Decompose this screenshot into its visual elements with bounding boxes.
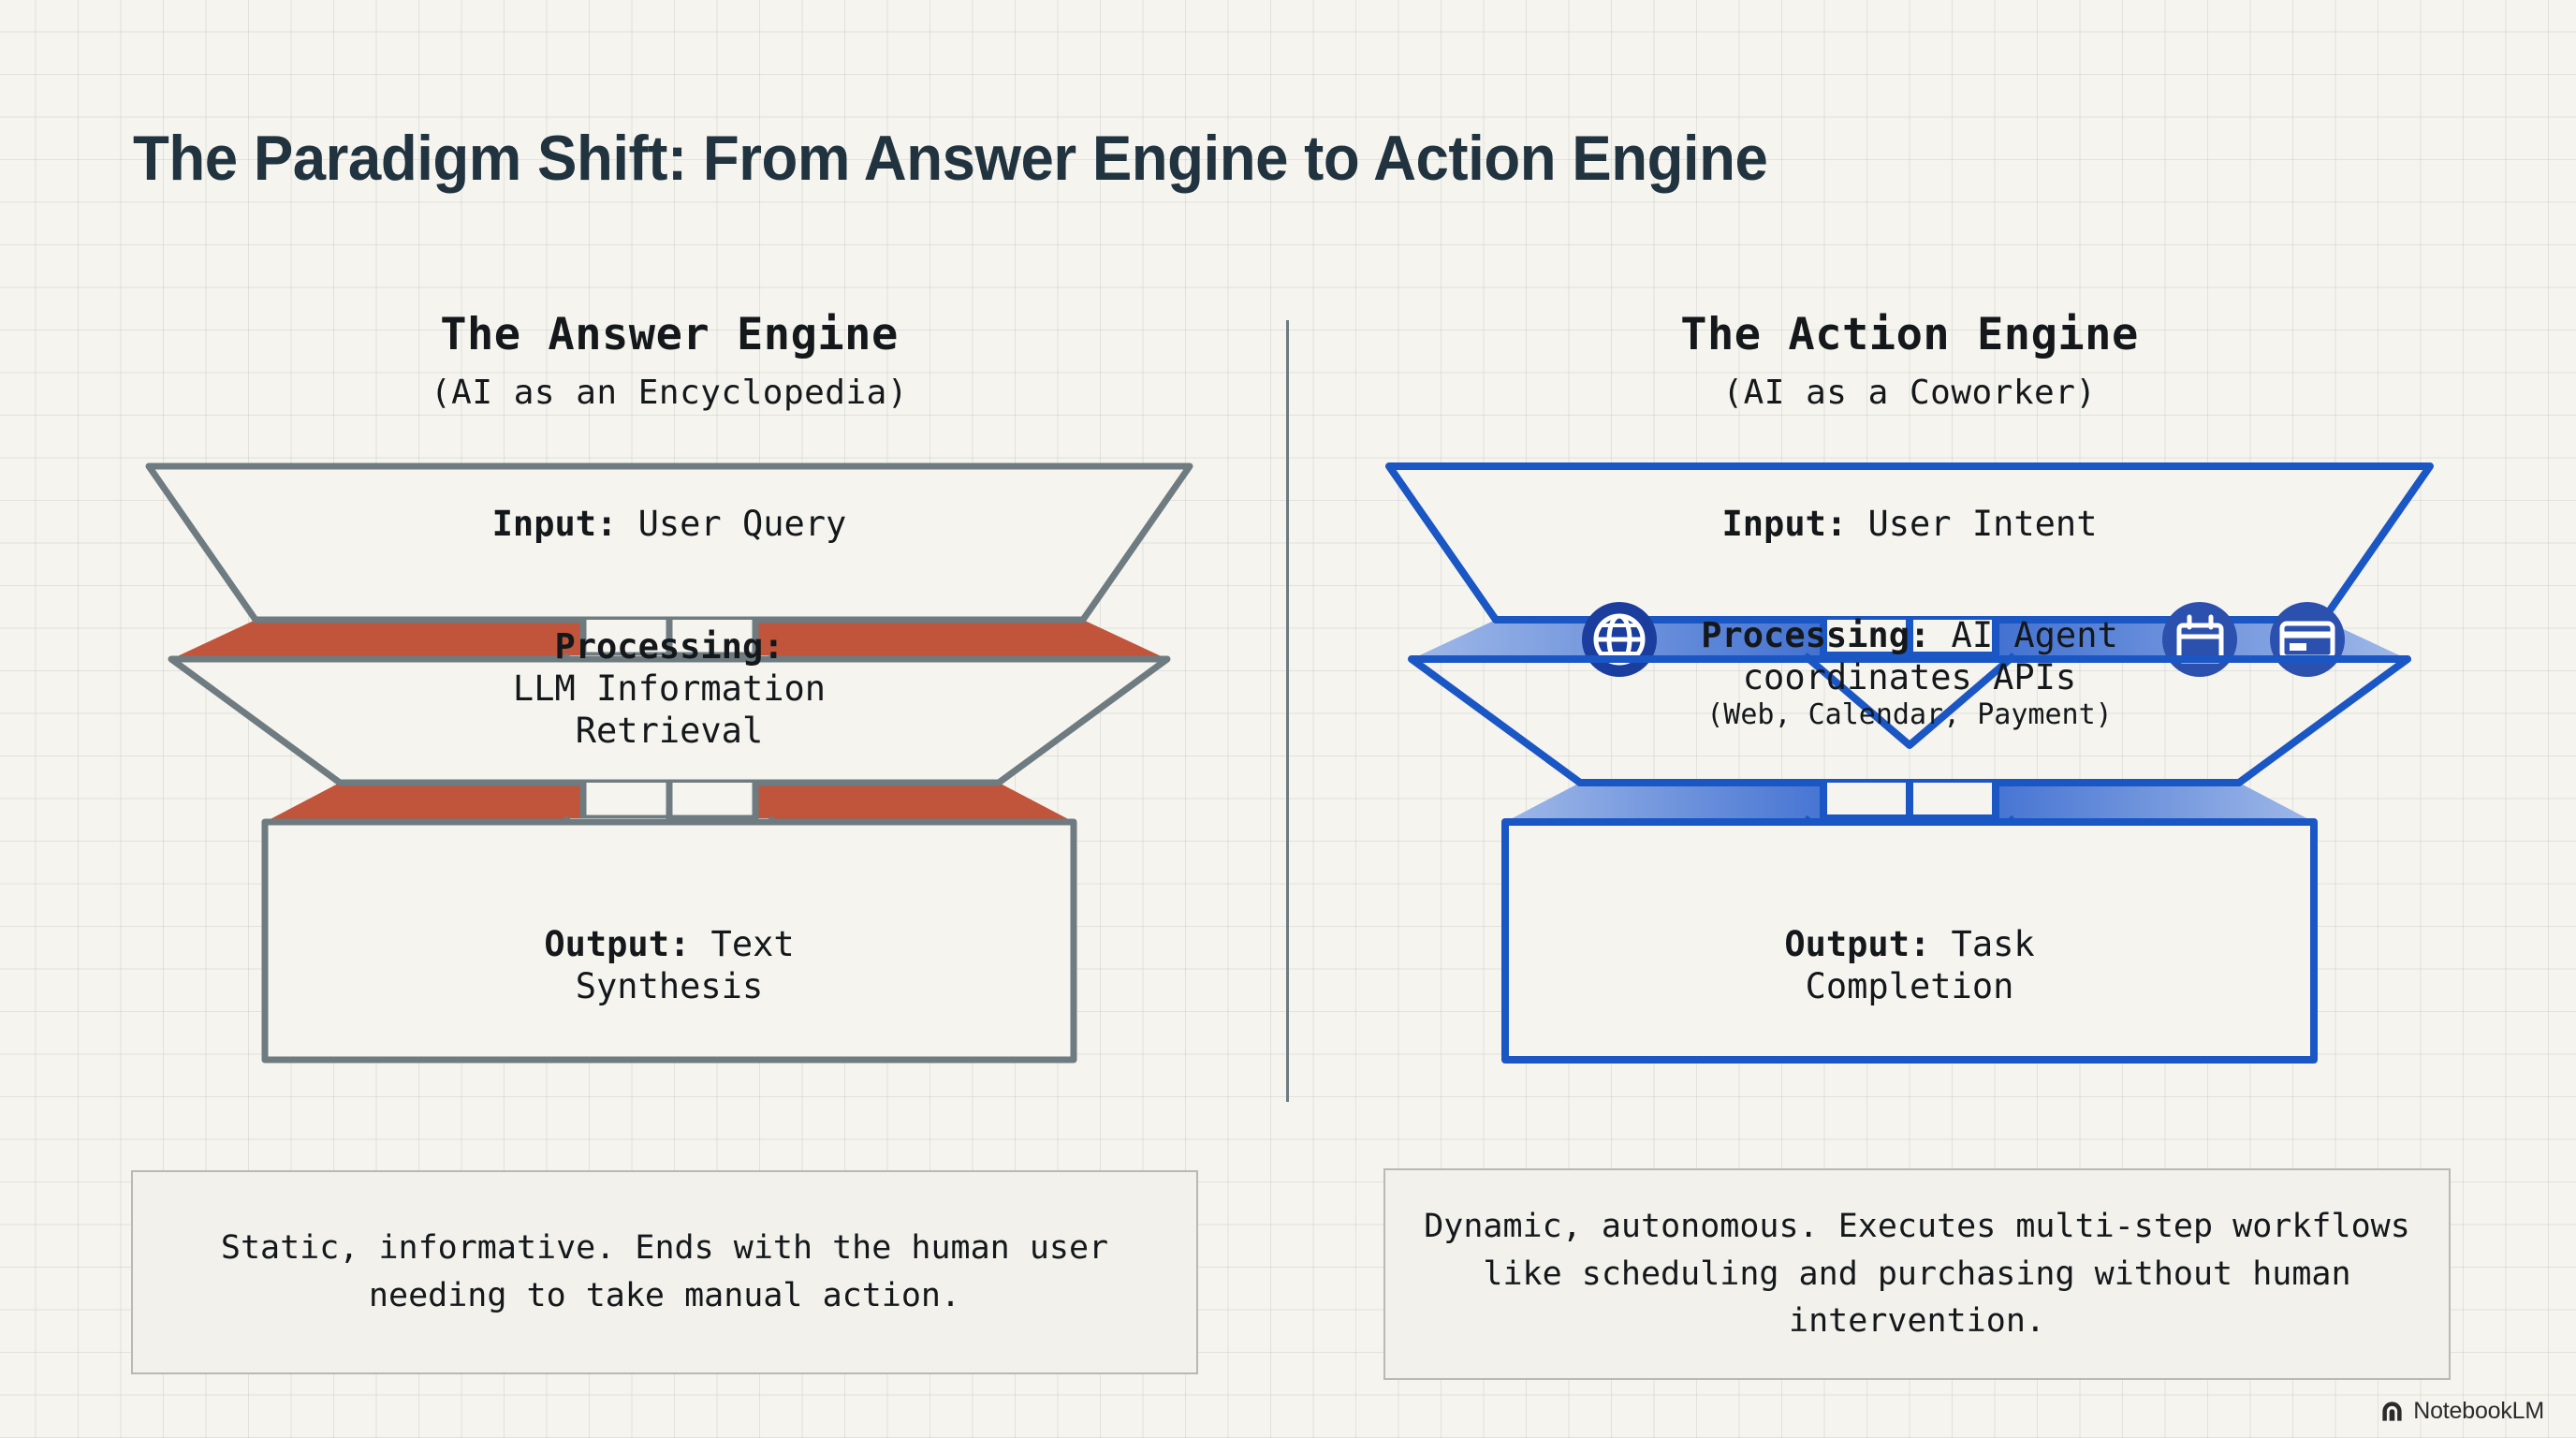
- action-engine-funnel: Input: User Intent Processing: AI Agent …: [1329, 455, 2490, 1073]
- taper-wing-left-2: [1505, 783, 1908, 822]
- arrow-2-shaft: [1820, 783, 1913, 822]
- input-stage-shape: [1385, 462, 2434, 624]
- answer-engine-column: The Answer Engine (AI as an Encyclopedia…: [89, 309, 1250, 1073]
- column-divider: [1286, 320, 1289, 1102]
- arrow-1-shaft: [1820, 620, 1913, 659]
- arrow-2-shaft-right: [666, 783, 759, 822]
- taper-wing-left-1: [171, 620, 667, 659]
- action-engine-heading: The Action Engine: [1680, 309, 2139, 360]
- output-stage-shape: [1501, 818, 2318, 1064]
- action-engine-column: The Action Engine (AI as a Coworker): [1329, 309, 2490, 1073]
- arrow-1-shaft-right: [1906, 620, 1999, 659]
- answer-funnel-graphic: [145, 462, 1193, 1064]
- page-title: The Paradigm Shift: From Answer Engine t…: [133, 123, 1768, 194]
- taper-wing-left-1: [1412, 620, 1908, 659]
- notebooklm-label: NotebookLM: [2413, 1398, 2544, 1424]
- answer-engine-heading: The Answer Engine: [440, 309, 899, 360]
- action-funnel-graphic: [1385, 462, 2434, 1064]
- arrow-2-shaft: [579, 783, 673, 822]
- notebooklm-spiral-icon: [2382, 1401, 2402, 1421]
- globe-icon: [1582, 602, 1657, 677]
- answer-engine-funnel: Input: User Query Processing: LLM Inform…: [89, 455, 1250, 1073]
- action-engine-caption: Dynamic, autonomous. Executes multi-step…: [1383, 1168, 2451, 1380]
- processing-stage-shape: [1408, 655, 2411, 786]
- taper-wing-right-1: [671, 620, 1167, 659]
- arrow-1-shaft-right: [666, 620, 759, 659]
- calendar-icon: [2162, 602, 2237, 677]
- action-engine-subheading: (AI as a Coworker): [1722, 374, 2097, 412]
- input-stage-shape: [145, 462, 1193, 624]
- arrow-2-shaft-right: [1906, 783, 1999, 822]
- answer-engine-subheading: (AI as an Encyclopedia): [431, 374, 908, 412]
- notebooklm-watermark: NotebookLM: [2379, 1398, 2544, 1425]
- output-stage-shape: [261, 818, 1077, 1064]
- answer-engine-caption: Static, informative. Ends with the human…: [131, 1170, 1198, 1374]
- credit-card-icon: [2270, 602, 2345, 677]
- taper-wing-right-2: [1911, 783, 2314, 822]
- taper-wing-right-2: [671, 783, 1074, 822]
- processing-stage-shape: [168, 655, 1171, 786]
- arrow-1-head: [1802, 652, 2017, 749]
- taper-wing-left-2: [265, 783, 667, 822]
- arrow-1-shaft: [579, 620, 673, 659]
